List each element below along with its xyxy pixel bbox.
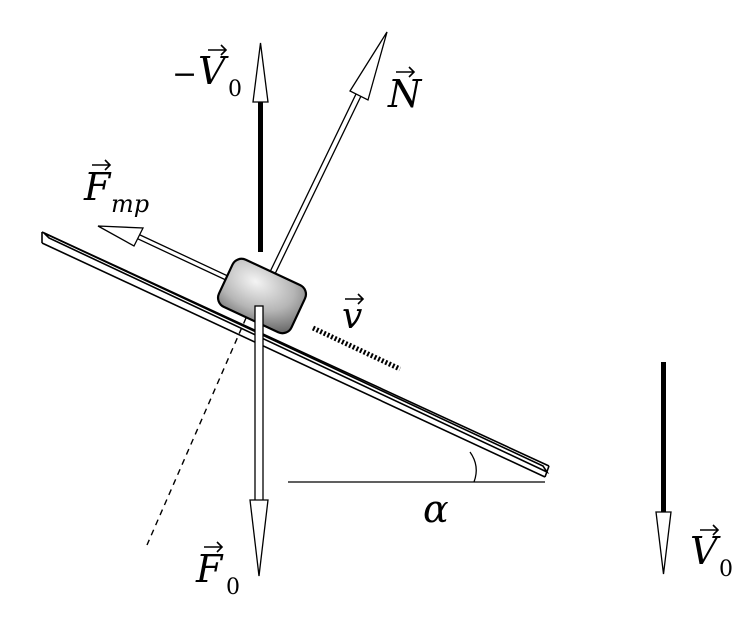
label-normal: N	[387, 66, 423, 116]
svg-text:v: v	[342, 296, 362, 337]
v0-arrow	[655, 362, 672, 575]
minus-v0-arrow	[252, 42, 269, 252]
svg-text:0: 0	[228, 77, 242, 102]
label-minus-v0: − V 0	[172, 44, 242, 102]
label-force-f0: F 0	[195, 541, 240, 600]
svg-text:V: V	[198, 49, 229, 93]
svg-text:0: 0	[226, 575, 240, 600]
svg-text:N: N	[387, 72, 423, 116]
label-angle-alpha: α	[423, 487, 449, 531]
normal-force-arrow	[267, 31, 388, 279]
friction-force-arrow	[97, 225, 231, 282]
inclined-plane	[41, 231, 550, 478]
svg-text:F: F	[83, 165, 112, 209]
force-f0-arrow	[249, 305, 269, 577]
svg-text:V: V	[690, 529, 721, 573]
velocity-dashed-line	[311, 325, 402, 372]
angle-marker	[288, 451, 545, 483]
label-v0: V 0	[690, 524, 733, 582]
svg-text:F: F	[195, 547, 224, 591]
svg-text:mp: mp	[111, 190, 149, 218]
svg-text:−: −	[172, 57, 197, 92]
label-friction: F mp	[83, 159, 149, 218]
sliding-block	[216, 257, 308, 335]
svg-text:α: α	[423, 487, 449, 531]
svg-text:0: 0	[719, 557, 733, 582]
perpendicular-dashed-line	[146, 317, 247, 546]
label-velocity: v	[342, 293, 365, 337]
